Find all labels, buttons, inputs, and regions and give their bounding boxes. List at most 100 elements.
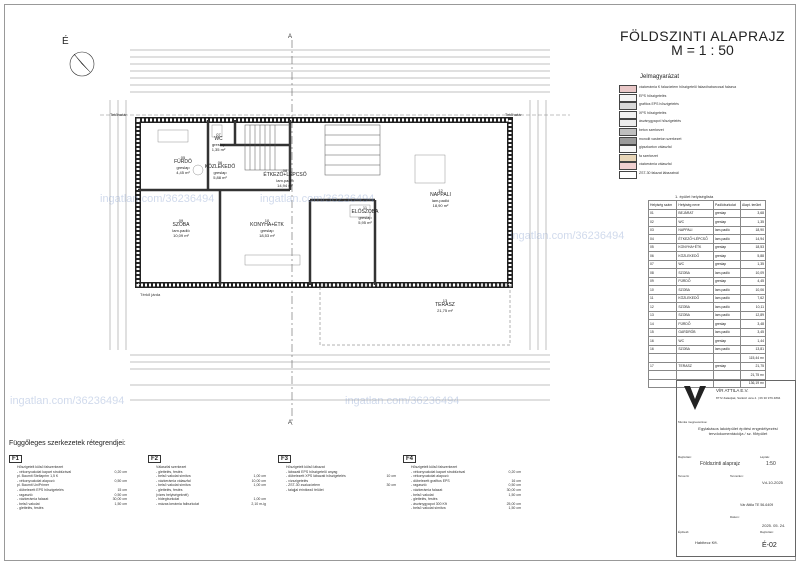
legend-label: vázkerámia K falazóelem hőszigetelő fala… [639, 85, 737, 89]
table-cell: lam.padló [713, 302, 741, 312]
structures-heading: Függőleges szerkezetek rétegrendjei: [9, 440, 126, 447]
table-cell: greslap [713, 251, 741, 261]
table-cell: greslap [713, 336, 741, 346]
table-cell [676, 370, 715, 380]
legend-swatch [619, 171, 637, 179]
legend-item: XPS hőszigetelés [619, 110, 749, 119]
table-cell: 18,53 [739, 242, 767, 252]
watermark: ingatlan.com/36236494 [100, 193, 215, 205]
number-value: Vd-10-2025 [762, 480, 783, 485]
legend-swatch [619, 110, 637, 119]
legend-item: ásványgyapot hőszigetelés [619, 118, 749, 128]
table-cell: 12,89 [739, 310, 767, 320]
table-cell: 10,11 [739, 302, 767, 312]
legend-swatch [619, 162, 637, 171]
table-cell: SZOBA [676, 344, 715, 354]
legend-item: beton szerkezet [619, 127, 749, 136]
watermark: ingatlan.com/36236494 [510, 230, 625, 242]
table-cell: 18,90 [739, 225, 767, 235]
structure-layer: - vízszigetelés [286, 478, 309, 483]
legend-swatch [619, 93, 637, 102]
table-cell: greslap [713, 319, 741, 329]
table-cell: 16 [647, 344, 678, 354]
project-text: Egylakásos lakóépület építési engedélyez… [698, 426, 778, 436]
table-cell: greslap [713, 361, 741, 371]
table-cell: lam.padló [713, 268, 741, 278]
structure-code: F1 [9, 455, 23, 463]
table-row: 21,75 m² [647, 370, 767, 380]
table-cell: 3,45 [739, 327, 767, 337]
table-cell: 10,06 [739, 285, 767, 295]
table-cell: SZOBA [676, 302, 715, 312]
sheet-number: É-02 [762, 542, 777, 549]
table-cell: greslap [713, 208, 741, 218]
structure-layer: - glettelés, festés [17, 506, 44, 511]
legend-swatch [619, 102, 637, 111]
structure-layers: Hőszigetelt külső falszerkezet- vékonyva… [17, 465, 127, 511]
structure-title: Válaszfal szerkezet [156, 465, 187, 469]
table-cell: 14,94 [739, 234, 767, 244]
table-row: 136,19 m² [647, 378, 767, 388]
table-cell: 1,35 [739, 259, 767, 269]
structure-layer: - glettelés, festés [411, 497, 438, 502]
north-arrow: É [60, 36, 100, 80]
table-cell: lam.padló [713, 225, 741, 235]
room-table-caption: 1. épület helyiséglista [675, 194, 714, 199]
table-cell: SZOBA [676, 268, 715, 278]
structure-layer: - lábazati EPS hőszigetelő anyag [286, 469, 338, 474]
table-cell: GARDRÓB [676, 327, 715, 337]
owner-value: Habitecz Kft. [695, 540, 718, 545]
table-cell: KÖZLEKEDŐ [676, 251, 715, 261]
table-cell: greslap [713, 276, 741, 286]
section-marker-top: A [288, 34, 293, 40]
legend-label: EPS hőszigetelés [639, 93, 667, 98]
table-cell: 10 [647, 285, 678, 295]
table-cell: 08 [647, 268, 678, 278]
legend-swatch [619, 145, 637, 154]
title-block [676, 380, 796, 557]
table-cell: KONYHA+ÉTK [676, 242, 715, 252]
legend-item: EPS hőszigetelés [619, 93, 749, 102]
legend-swatch [619, 128, 637, 136]
north-arrow-icon [69, 51, 95, 77]
table-cell: 11 [647, 293, 678, 303]
table-cell: 136,19 m² [739, 378, 767, 388]
table-cell: BEJÁRAT [676, 208, 715, 218]
table-cell: 1,35 [739, 217, 767, 227]
table-cell [647, 378, 678, 388]
company-name: VÍR ATTILA E.V. [716, 388, 749, 393]
table-cell: WC [676, 259, 715, 269]
table-cell [713, 370, 741, 380]
design-label: Tervező: [678, 474, 690, 478]
legend-label: beton szerkezet [639, 128, 664, 132]
legend-swatch [619, 85, 637, 93]
table-cell: 10,09 [739, 268, 767, 278]
scale-value: 1:50 [766, 461, 776, 467]
legend-swatch [619, 136, 637, 145]
legend-label: monolit vasbeton szerkezet [639, 136, 682, 141]
table-row: 115,44 m² [647, 353, 767, 363]
